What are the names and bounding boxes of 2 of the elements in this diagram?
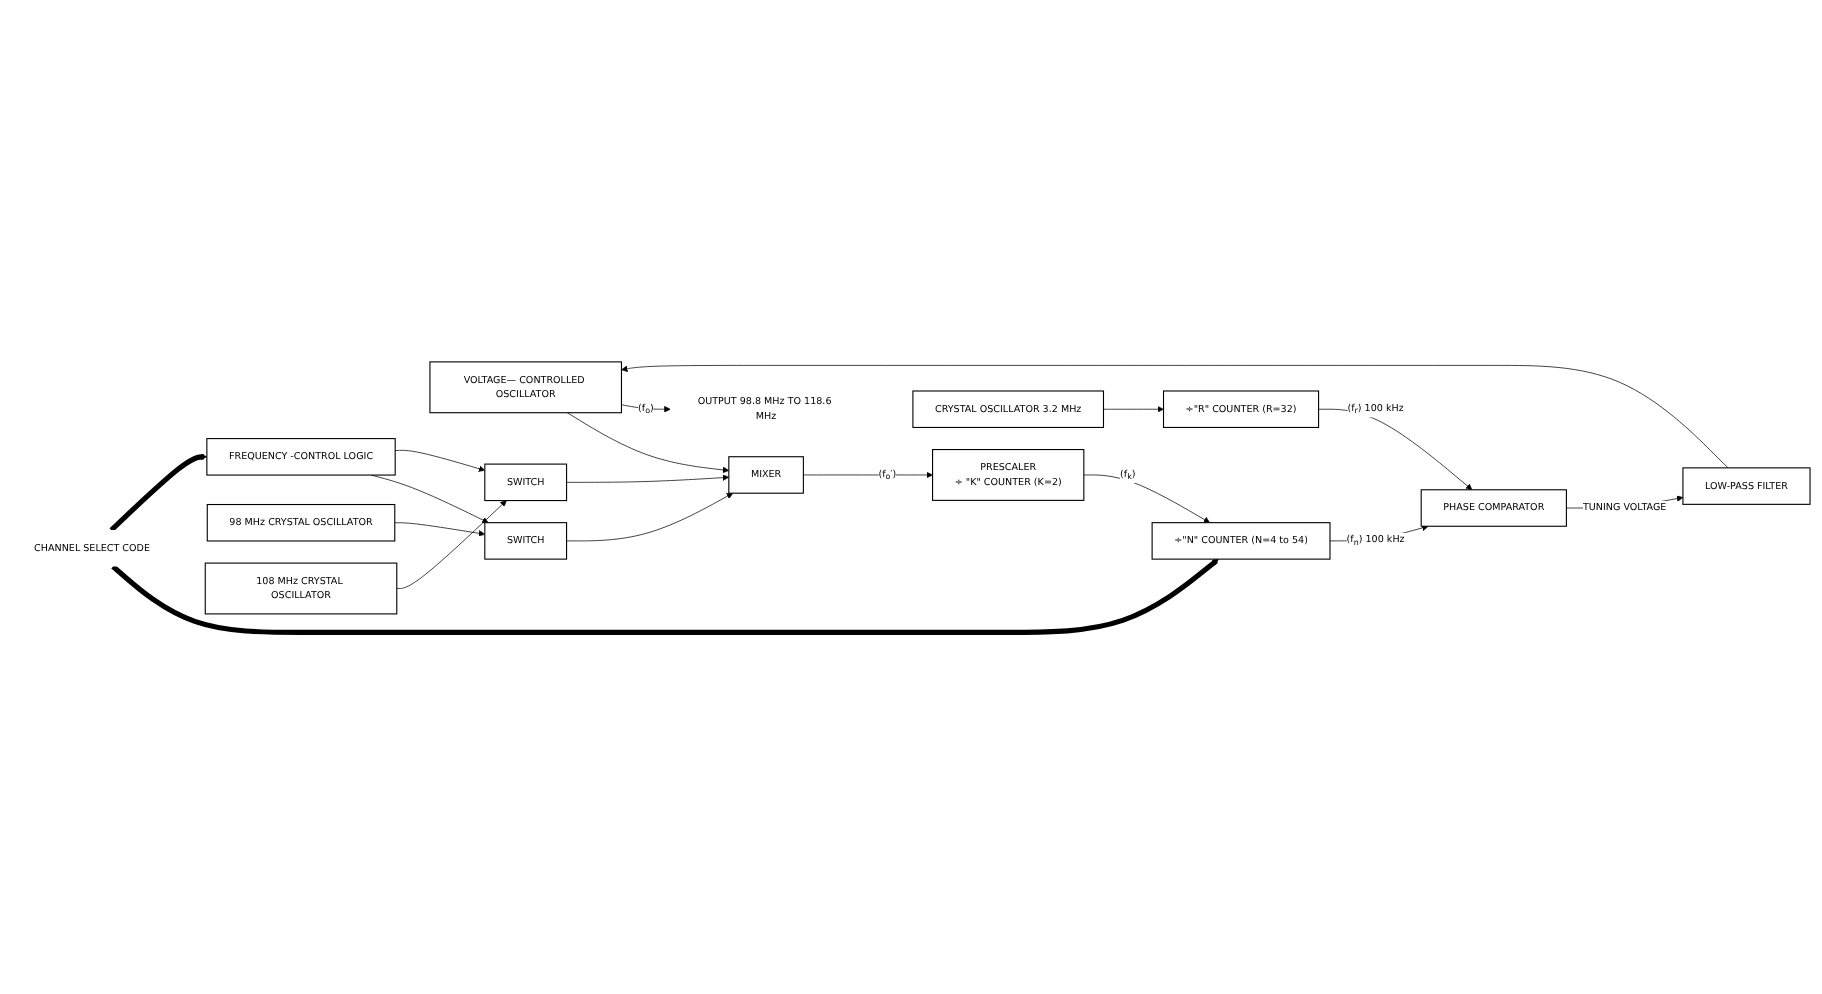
arrow bbox=[109, 453, 208, 532]
arrow bbox=[111, 558, 1219, 635]
